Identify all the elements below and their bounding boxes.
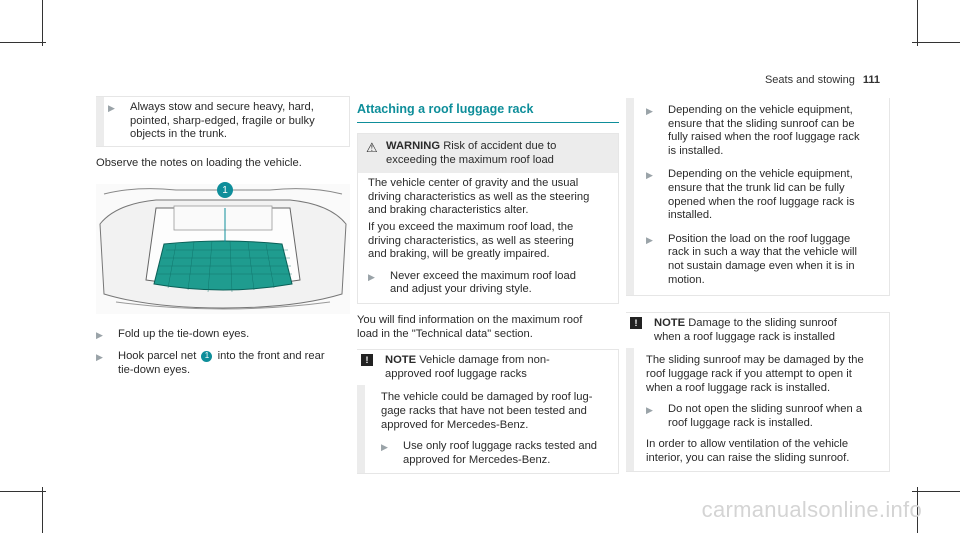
stow-note: ▶ Always stow and secure heavy, hard, po… [96, 96, 350, 147]
trunk-parcel-net-image [99, 188, 347, 310]
trunk-illustration: 1 [96, 182, 350, 315]
text-line: gage racks that have not been tested and [381, 404, 587, 417]
text-span: into the front and rear [217, 349, 325, 362]
crop-mark [0, 491, 46, 492]
exclamation-box-icon: ! [361, 354, 373, 367]
text-line: and braking characteristics alter. [368, 204, 529, 217]
text-line: installed. [668, 209, 713, 222]
triangle-right-icon: ▶ [381, 442, 388, 453]
section-heading: Attaching a roof luggage rack [357, 102, 534, 116]
text-line: You will find information on the maximum… [357, 313, 583, 326]
text-line: roof luggage rack is installed. [668, 416, 813, 429]
text-line: Fold up the tie-down eyes. [118, 328, 250, 341]
text-line: exceeding the maximum roof load [386, 153, 554, 166]
left-column: ▶ Always stow and secure heavy, hard, po… [96, 96, 350, 377]
text-line: when a roof luggage rack is installed [654, 330, 835, 343]
text-line: Depending on the vehicle equipment, [668, 168, 853, 181]
middle-column: Attaching a roof luggage rack ⚠ WARNING … [357, 102, 619, 475]
text-line: driving characteristics, as well as stee… [368, 234, 574, 247]
text-line: fully raised when the roof luggage rack [668, 131, 860, 144]
text-line: Use only roof luggage racks tested and [403, 440, 598, 453]
triangle-right-icon: ▶ [646, 106, 653, 116]
text-span: Risk of accident due to [443, 140, 557, 152]
observe-text: Observe the notes on loading the vehicle… [96, 156, 302, 169]
triangle-right-icon: ▶ [96, 351, 103, 362]
text-line: Do not open the sliding sunroof when a [668, 403, 863, 416]
text-line: driving characteristics as well as the s… [368, 190, 590, 203]
section-title: Seats and stowing [764, 74, 855, 86]
text-line: not sustain damage even when it is in [668, 259, 855, 272]
exclamation-box-icon: ! [630, 317, 642, 330]
text-line: pointed, sharp-edged, fragile or bulky [130, 114, 315, 127]
steps-box: ▶ Depending on the vehicle equipment, en… [626, 98, 890, 297]
text-span: Damage to the sliding sunroof [688, 317, 837, 330]
text-line: interior, you can raise the sliding sunr… [646, 451, 850, 464]
heading-rule [357, 122, 619, 123]
text-line: load in the "Technical data" section. [357, 327, 533, 340]
page-number: 111 [862, 74, 880, 86]
triangle-right-icon: ▶ [646, 405, 653, 416]
triangle-right-icon: ▶ [108, 103, 115, 113]
crop-mark [42, 0, 43, 46]
text-line: tie-down eyes. [118, 363, 191, 376]
text-line: Depending on the vehicle equipment, [668, 104, 853, 116]
triangle-right-icon: ▶ [96, 330, 103, 341]
text-line: ensure that the sliding sunroof can be [668, 117, 855, 130]
crop-mark [912, 42, 960, 43]
crop-mark [0, 42, 46, 43]
text-line: objects in the trunk. [130, 128, 228, 141]
text-line: Position the load on the roof luggage [668, 232, 851, 245]
callout-1: 1 [217, 182, 233, 199]
note-label: NOTE [654, 317, 686, 330]
crop-mark [917, 0, 918, 46]
text-line: rack in such a way that the vehicle will [668, 246, 858, 259]
note-box-sunroof: ! NOTE Damage to the sliding sunroof whe… [626, 312, 890, 473]
text-line: The vehicle could be damaged by roof lug… [381, 391, 593, 404]
step-hook-net: ▶ Hook parcel net 1 into the front and r… [96, 350, 350, 377]
text-span: Hook parcel net [118, 349, 197, 362]
text-span: Vehicle damage from non- [419, 354, 550, 367]
warning-triangle-icon: ⚠ [366, 140, 378, 155]
text-line: opened when the roof luggage rack is [668, 195, 855, 208]
text-line: Always stow and secure heavy, hard, [130, 101, 314, 113]
page-header: Seats and stowing 111 [765, 74, 880, 86]
text-line: Never exceed the maximum roof load [390, 269, 576, 282]
crop-mark [42, 487, 43, 533]
note-box: ! NOTE Vehicle damage from non- approved… [357, 349, 619, 475]
right-column: ▶ Depending on the vehicle equipment, en… [626, 98, 890, 473]
text-line: The sliding sunroof may be damaged by th… [646, 354, 864, 367]
text-line: motion. [668, 273, 705, 286]
text-line: when a roof luggage rack is installed. [646, 381, 831, 394]
text-line: The vehicle center of gravity and the us… [368, 177, 579, 190]
text-line: roof luggage rack if you attempt to open… [646, 367, 852, 380]
crop-mark [917, 487, 918, 533]
text-line: and braking, will be greatly impaired. [368, 248, 550, 261]
text-line: If you exceed the maximum roof load, the [368, 220, 574, 233]
text-line: and adjust your driving style. [390, 283, 532, 296]
triangle-right-icon: ▶ [368, 271, 375, 282]
callout-ref-1: 1 [201, 350, 213, 362]
triangle-right-icon: ▶ [646, 234, 653, 245]
text-line: In order to allow ventilation of the veh… [646, 438, 849, 451]
step-fold-up: ▶ Fold up the tie-down eyes. [96, 328, 350, 342]
triangle-right-icon: ▶ [646, 170, 653, 181]
info-text: You will find information on the maximum… [357, 314, 619, 341]
text-line: approved for Mercedes-Benz. [381, 418, 529, 431]
crop-mark [912, 491, 960, 492]
warning-box: ⚠ WARNING Risk of accident due to exceed… [357, 133, 619, 304]
text-line: is installed. [668, 144, 724, 157]
warning-label: WARNING [386, 140, 441, 152]
note-label: NOTE [385, 354, 417, 367]
text-line: ensure that the trunk lid can be fully [668, 181, 845, 194]
text-line: approved roof luggage racks [385, 367, 527, 380]
text-line: approved for Mercedes-Benz. [403, 453, 551, 466]
watermark: carmanualsonline.info [701, 497, 922, 522]
